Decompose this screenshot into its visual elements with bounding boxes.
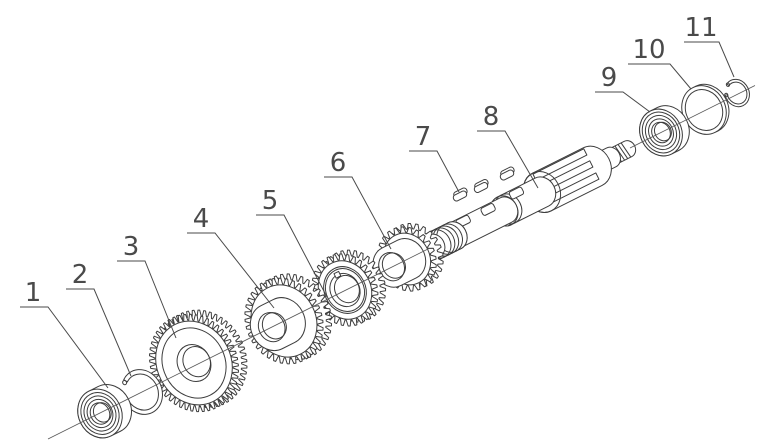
part-number: 1 [25, 278, 42, 308]
part-number: 5 [262, 186, 279, 216]
leader-line [684, 42, 734, 77]
leader-line [477, 131, 538, 188]
part-shaft [406, 127, 644, 274]
leader-line [595, 92, 650, 112]
callout-2: 2 [66, 260, 131, 376]
leader-line [409, 151, 459, 192]
part-snap-ring [720, 75, 754, 111]
part-number: 11 [684, 13, 717, 43]
part-number: 6 [330, 148, 347, 178]
leader-line [628, 64, 691, 89]
part-key-3 [498, 166, 516, 181]
part-key-2 [472, 178, 490, 193]
leader-line [187, 233, 274, 308]
snap-ring-hook-icon [726, 82, 730, 87]
part-ball-bearing-left [70, 377, 140, 446]
callout-11: 11 [684, 13, 734, 77]
part-large-gear [133, 295, 263, 427]
leader-line [324, 177, 391, 249]
leader-line [20, 307, 108, 388]
callout-8: 8 [477, 102, 538, 188]
part-number: 9 [601, 63, 618, 93]
callout-1: 1 [20, 278, 108, 388]
part-gear-5 [300, 239, 398, 337]
callout-5: 5 [256, 186, 327, 297]
part-key-1 [451, 187, 469, 202]
part-ring [674, 77, 738, 142]
part-number: 2 [72, 260, 89, 290]
callout-7: 7 [409, 122, 459, 192]
callout-6: 6 [324, 148, 391, 249]
shaft-keyway-slot [509, 186, 525, 199]
leader-line [117, 261, 176, 338]
part-number: 4 [193, 204, 210, 234]
leader-line [66, 289, 131, 376]
part-number: 7 [415, 122, 432, 152]
snap-ring-hook-icon [724, 93, 728, 98]
circlip-hook-icon [122, 380, 127, 386]
callout-9: 9 [595, 63, 650, 112]
gear-keyway-notch [334, 271, 341, 278]
callout-10: 10 [628, 35, 691, 89]
part-pinion-gear-with-hub [361, 213, 454, 304]
part-number: 8 [483, 102, 500, 132]
callout-3: 3 [117, 232, 176, 338]
leader-line [256, 215, 327, 297]
axis-centerline [48, 249, 429, 440]
shaft-keyway-slot [480, 203, 496, 216]
axis-centerline [630, 86, 755, 149]
part-number: 3 [123, 232, 140, 262]
callout-4: 4 [187, 204, 274, 308]
part-number: 10 [632, 35, 665, 65]
